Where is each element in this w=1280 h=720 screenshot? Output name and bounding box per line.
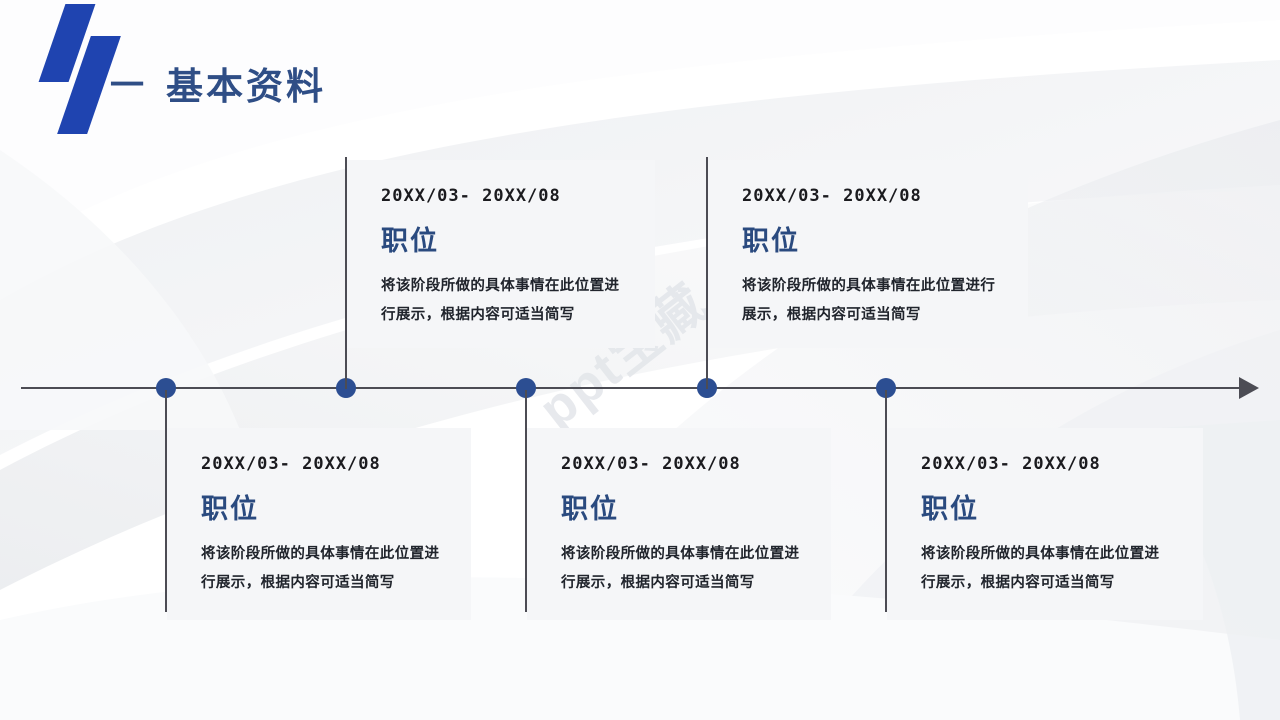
card-date: 20XX/03- 20XX/08 <box>201 454 381 474</box>
card-description: 将该阶段所做的具体事情在此位置进行展示，根据内容可适当简写 <box>561 546 800 591</box>
timeline-stem-1 <box>165 390 167 612</box>
timeline-stem-5 <box>885 390 887 612</box>
card-date: 20XX/03- 20XX/08 <box>742 186 922 206</box>
card-description: 将该阶段所做的具体事情在此位置进行展示，根据内容可适当简写 <box>381 278 620 323</box>
card-role: 职位 <box>201 494 259 524</box>
timeline-card-2[interactable]: 20XX/03- 20XX/08 职位 将该阶段所做的具体事情在此位置进行展示，… <box>347 160 655 348</box>
card-description: 将该阶段所做的具体事情在此位置进行展示，根据内容可适当简写 <box>201 546 440 591</box>
timeline-dot-3[interactable] <box>516 378 536 398</box>
card-description: 将该阶段所做的具体事情在此位置进行展示，根据内容可适当简写 <box>921 546 1160 591</box>
card-role: 职位 <box>381 226 439 256</box>
card-role: 职位 <box>742 226 800 256</box>
timeline-card-4[interactable]: 20XX/03- 20XX/08 职位 将该阶段所做的具体事情在此位置进行展示，… <box>708 160 1028 348</box>
title-index-dash: 一 <box>110 67 144 105</box>
card-role: 职位 <box>921 494 979 524</box>
timeline-dot-1[interactable] <box>156 378 176 398</box>
timeline-stem-3 <box>525 390 527 612</box>
card-role: 职位 <box>561 494 619 524</box>
timeline-dot-5[interactable] <box>876 378 896 398</box>
page-title: 一 基本资料 <box>110 58 326 114</box>
timeline-card-5[interactable]: 20XX/03- 20XX/08 职位 将该阶段所做的具体事情在此位置进行展示，… <box>887 428 1203 620</box>
card-date: 20XX/03- 20XX/08 <box>561 454 741 474</box>
title-text: 基本资料 <box>166 65 326 107</box>
timeline-stem-2 <box>345 157 347 389</box>
timeline-axis <box>21 387 1249 389</box>
card-date: 20XX/03- 20XX/08 <box>921 454 1101 474</box>
timeline-arrow-icon <box>1239 377 1259 399</box>
timeline-card-3[interactable]: 20XX/03- 20XX/08 职位 将该阶段所做的具体事情在此位置进行展示，… <box>527 428 831 620</box>
card-description: 将该阶段所做的具体事情在此位置进行展示，根据内容可适当简写 <box>742 278 996 323</box>
card-date: 20XX/03- 20XX/08 <box>381 186 561 206</box>
timeline-stem-4 <box>706 157 708 389</box>
timeline-card-1[interactable]: 20XX/03- 20XX/08 职位 将该阶段所做的具体事情在此位置进行展示，… <box>167 428 471 620</box>
